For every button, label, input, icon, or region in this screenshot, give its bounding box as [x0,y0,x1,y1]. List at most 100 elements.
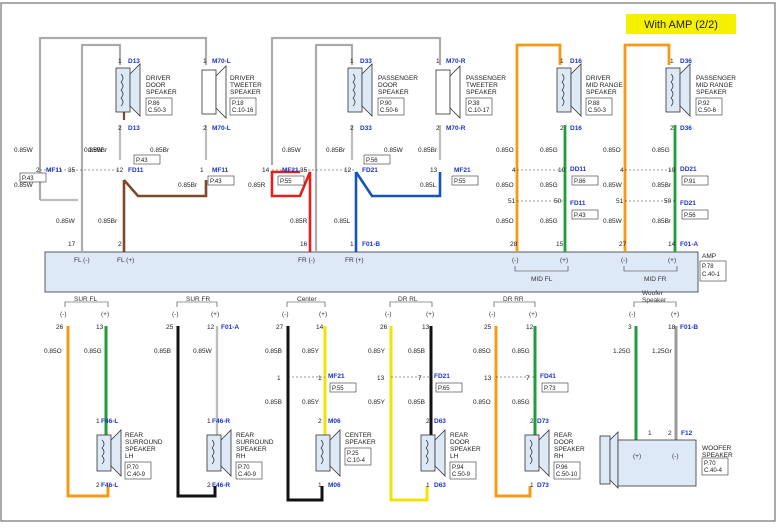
ref-p55-5-box [451,175,479,186]
pin-number-48: 1 [277,375,281,382]
speaker-rear-door-lh [420,429,446,477]
ref-p73-12-box [541,382,569,393]
svg-text:(+): (+) [426,311,434,318]
wire-label-w085br-11: 0.85Br [418,147,438,154]
wire-label-w085br-5: 0.85Br [178,182,198,189]
speaker-driver_tweeter-ref-code: C.10-16 [232,108,254,114]
pin-number-2: 2 [118,125,122,132]
ref-p43-2-box [207,175,235,186]
connector-d73-33: D73 [537,418,549,425]
svg-text:(-): (-) [672,453,679,460]
wire-label-w085g-29: 0.85G [84,348,102,355]
speaker-rear_sur_rh-ref-code: C.40-9 [238,472,257,478]
amp-name: AMP [702,253,716,260]
wire-label-w085y-41: 0.85Y [302,399,320,406]
connector-d16-10: D16 [570,125,582,132]
wire-label-w085w-6: 0.85W [56,218,76,225]
ref-p91-7-page: P.91 [684,179,696,185]
group-woofer-line2: Speaker [642,297,667,304]
speaker-driver_mid-ref-box [585,97,613,116]
pin-number-1: 1 [203,58,207,65]
speaker-rear_door_rh-ref-box [553,461,581,480]
pin-number-37: 13 [96,324,104,331]
title-highlight [626,14,736,34]
ref-p43-2-page: P.43 [210,179,222,185]
group-center: Center [297,296,317,303]
pin-number-65: 1 [530,482,534,489]
splice-lines-top [40,169,675,202]
speaker-driver-tweeter [201,65,227,119]
connector-mf21-17: MF21 [454,167,471,174]
speaker-center-ref-box [344,447,372,466]
amp-ref-box [699,260,727,282]
speaker-pass-tweeter [435,65,461,119]
ref-p56-9-box [681,209,709,220]
pin-number-56: 2 [318,418,322,425]
pin-number-40: 27 [276,324,284,331]
mid-fl-bracket [514,266,569,272]
speaker-woofer-ref-box [701,457,729,476]
connector-f46l-29: F46-L [101,418,118,425]
pin-number-63: 1 [318,482,322,489]
amp-bottom-terms: (-)(+) (-)(+) (-)(+) (-)(+) (-)(+) (-)(+… [60,301,679,318]
speaker-rear_door_lh-ref-box [449,461,477,480]
connector-fd11-13: FD11 [128,167,144,174]
speaker-pass_mid-ref-page: P.92 [698,101,710,107]
amp-mid-fr-minus: (-) [621,257,628,264]
wire-label-w085g-21: 0.85G [540,182,558,189]
amp-mid-fr-plus: (+) [668,257,676,264]
pin-number-14: 12 [116,167,124,174]
ref-p55-10-page: P.55 [332,386,344,392]
connector-f01b-25: F01-B [680,324,698,331]
wire-label-w085g-19: 0.85G [652,147,670,154]
speaker-rear-sur-lh [96,429,122,477]
svg-text:(-): (-) [282,311,289,318]
pin-number-62: 2 [207,482,211,489]
amp-mid-fl-plus: (+) [560,257,568,264]
wire-label-w085o-36: 0.85O [473,348,491,355]
pin-number-35: 14 [668,241,676,248]
pin-number-17: 35 [300,167,308,174]
connector-f01a-24: F01-A [221,324,239,331]
svg-text:(-): (-) [629,311,636,318]
wire-label-w085o-18: 0.85O [603,147,621,154]
connector-d16-8: D16 [570,58,582,65]
connector-d36-11: D36 [680,125,692,132]
speaker-pass_tweeter-ref-page: P.38 [468,101,480,107]
ref-p65-11-box [435,382,463,393]
connector-f01b-22: F01-B [362,241,380,248]
wire-white-fr-inner [271,37,441,252]
pin-number-22: 4 [620,167,624,174]
amp-code: C.40-1 [702,272,721,278]
wire-label-w085br-7: 0.85Br [98,218,118,225]
svg-text:(-): (-) [489,311,496,318]
speaker-center-ref-page: P.25 [347,451,359,457]
connector-fd21-21: FD21 [680,200,696,207]
speaker-rear_sur_lh-ref-page: P.70 [127,465,139,471]
pin-number-23: 10 [668,167,676,174]
connector-d33-6: D33 [360,125,372,132]
wire-label-w085b-35: 0.85B [408,348,425,355]
speaker-driver-mid [556,63,582,117]
pin-number-25: 50 [554,198,562,205]
pin-number-42: 26 [380,324,388,331]
wire-label-w085g-45: 0.85G [512,399,530,406]
wire-label-w085l-15: 0.85L [334,218,351,225]
pin-number-15: 1 [200,167,204,174]
wire-label-w085w-22: 0.85W [603,182,623,189]
ref-p56-3-page: P.56 [366,158,378,164]
group-sur-fl: SUR FL [74,296,98,303]
wire-white-fl-inner [39,37,207,252]
pin-number-5: 1 [436,58,440,65]
connector-dd21-19: DD21 [680,166,697,173]
speaker-rear_door_rh-ref-page: P.96 [556,465,568,471]
pin-number-29: 2 [118,241,122,248]
pin-number-57: 2 [426,418,430,425]
connector-d73-39: D73 [537,482,549,489]
ref-p55-4-box [277,175,305,186]
speaker-pass_tweeter-ref-box [465,97,493,116]
wire-label-w085b-43: 0.85B [408,399,425,406]
